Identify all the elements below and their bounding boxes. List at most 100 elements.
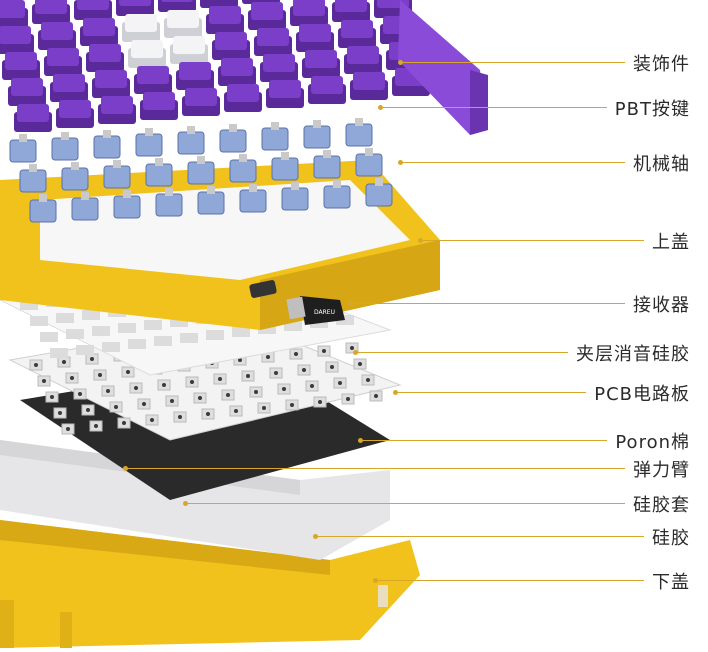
- pcb-contact: [238, 358, 242, 362]
- pcb-contact: [226, 393, 230, 397]
- pcb-contact: [34, 363, 38, 367]
- foam-cutout: [170, 317, 188, 327]
- pcb-contact: [374, 394, 378, 398]
- switch-housing: [113, 195, 141, 219]
- keycap: [332, 0, 370, 22]
- pcb-contact: [70, 376, 74, 380]
- foam-cutout: [56, 313, 74, 323]
- switch-stem: [29, 164, 37, 172]
- pcb-contact: [266, 355, 270, 359]
- keycap: [140, 92, 178, 120]
- switch-housing: [135, 133, 163, 157]
- pcb-contact: [366, 378, 370, 382]
- pcb-contact: [350, 346, 354, 350]
- keycap: [122, 14, 160, 42]
- pcb-contact: [274, 371, 278, 375]
- switch-stem: [165, 188, 173, 196]
- foam-cutout: [180, 333, 198, 343]
- pcb-contact: [134, 386, 138, 390]
- foam-cutout: [154, 336, 172, 346]
- foam-cutout: [118, 323, 136, 333]
- foam-cutout: [206, 330, 224, 340]
- switch-stem: [271, 122, 279, 130]
- keycap: [254, 28, 292, 56]
- callout-leader-line: [125, 468, 625, 469]
- callout-leader-line: [380, 107, 607, 108]
- pcb-contact: [114, 405, 118, 409]
- switch-stem: [355, 118, 363, 126]
- callout-leader-line: [400, 162, 625, 163]
- foam-cutout: [66, 329, 84, 339]
- callout-leader-line: [375, 580, 644, 581]
- keycap: [344, 46, 382, 74]
- keycap: [170, 36, 208, 64]
- pcb-contact: [178, 415, 182, 419]
- keycap: [308, 76, 346, 104]
- keycap: [212, 32, 250, 60]
- keycap: [116, 0, 154, 16]
- pcb-contact: [310, 384, 314, 388]
- keycap: [38, 22, 76, 50]
- callout-leader-line: [395, 392, 587, 393]
- switch-stem: [239, 154, 247, 162]
- callout-anchor-dot: [183, 501, 188, 506]
- keycap: [164, 10, 202, 38]
- pcb-contact: [294, 352, 298, 356]
- keycap: [248, 2, 286, 30]
- pcb-contact: [86, 408, 90, 412]
- switch-housing: [323, 185, 351, 209]
- keycap: [98, 96, 136, 124]
- callout-anchor-dot: [313, 534, 318, 539]
- pcb-contact: [106, 389, 110, 393]
- switch-housing: [313, 155, 341, 179]
- keycap: [338, 20, 376, 48]
- switch-stem: [229, 124, 237, 132]
- callout-leader-line: [185, 503, 625, 504]
- switch-housing: [93, 135, 121, 159]
- switch-stem: [19, 134, 27, 142]
- switch-housing: [19, 169, 47, 193]
- keycap: [32, 0, 70, 24]
- keycap: [296, 24, 334, 52]
- pcb-contact: [358, 362, 362, 366]
- callout-label-top-case: 上盖: [652, 232, 690, 253]
- switch-stem: [323, 150, 331, 158]
- switch-stem: [103, 130, 111, 138]
- foam-cutout: [232, 327, 250, 337]
- keycap: [200, 0, 238, 8]
- switch-stem: [281, 152, 289, 160]
- foam-cutout: [76, 345, 94, 355]
- keycap: [218, 58, 256, 86]
- keycap: [128, 40, 166, 68]
- switch-stem: [375, 178, 383, 186]
- keycap: [158, 0, 196, 12]
- callout-label-keycaps: PBT按键: [614, 99, 690, 120]
- foam-cutout: [258, 324, 276, 334]
- pcb-contact: [338, 381, 342, 385]
- keycap: [92, 70, 130, 98]
- switch-housing: [51, 137, 79, 161]
- callout-leader-line: [360, 440, 608, 441]
- pcb-contact: [318, 400, 322, 404]
- callout-label-trim: 装饰件: [633, 54, 690, 75]
- switch-stem: [365, 148, 373, 156]
- pcb-contact: [198, 396, 202, 400]
- pcb-contact: [190, 380, 194, 384]
- callout-leader-line: [350, 303, 625, 304]
- keycap: [176, 62, 214, 90]
- pcb-contact: [66, 427, 70, 431]
- callout-anchor-dot: [123, 466, 128, 471]
- switch-stem: [39, 194, 47, 202]
- switch-stem: [123, 190, 131, 198]
- pcb-contact: [218, 377, 222, 381]
- pcb-contact: [62, 360, 66, 364]
- callout-leader-line: [400, 62, 625, 63]
- callout-leader-line: [420, 240, 644, 241]
- pcb-contact: [90, 357, 94, 361]
- keycap: [0, 0, 28, 28]
- callout-leader-line: [315, 536, 644, 537]
- switch-housing: [197, 191, 225, 215]
- callout-anchor-dot: [353, 350, 358, 355]
